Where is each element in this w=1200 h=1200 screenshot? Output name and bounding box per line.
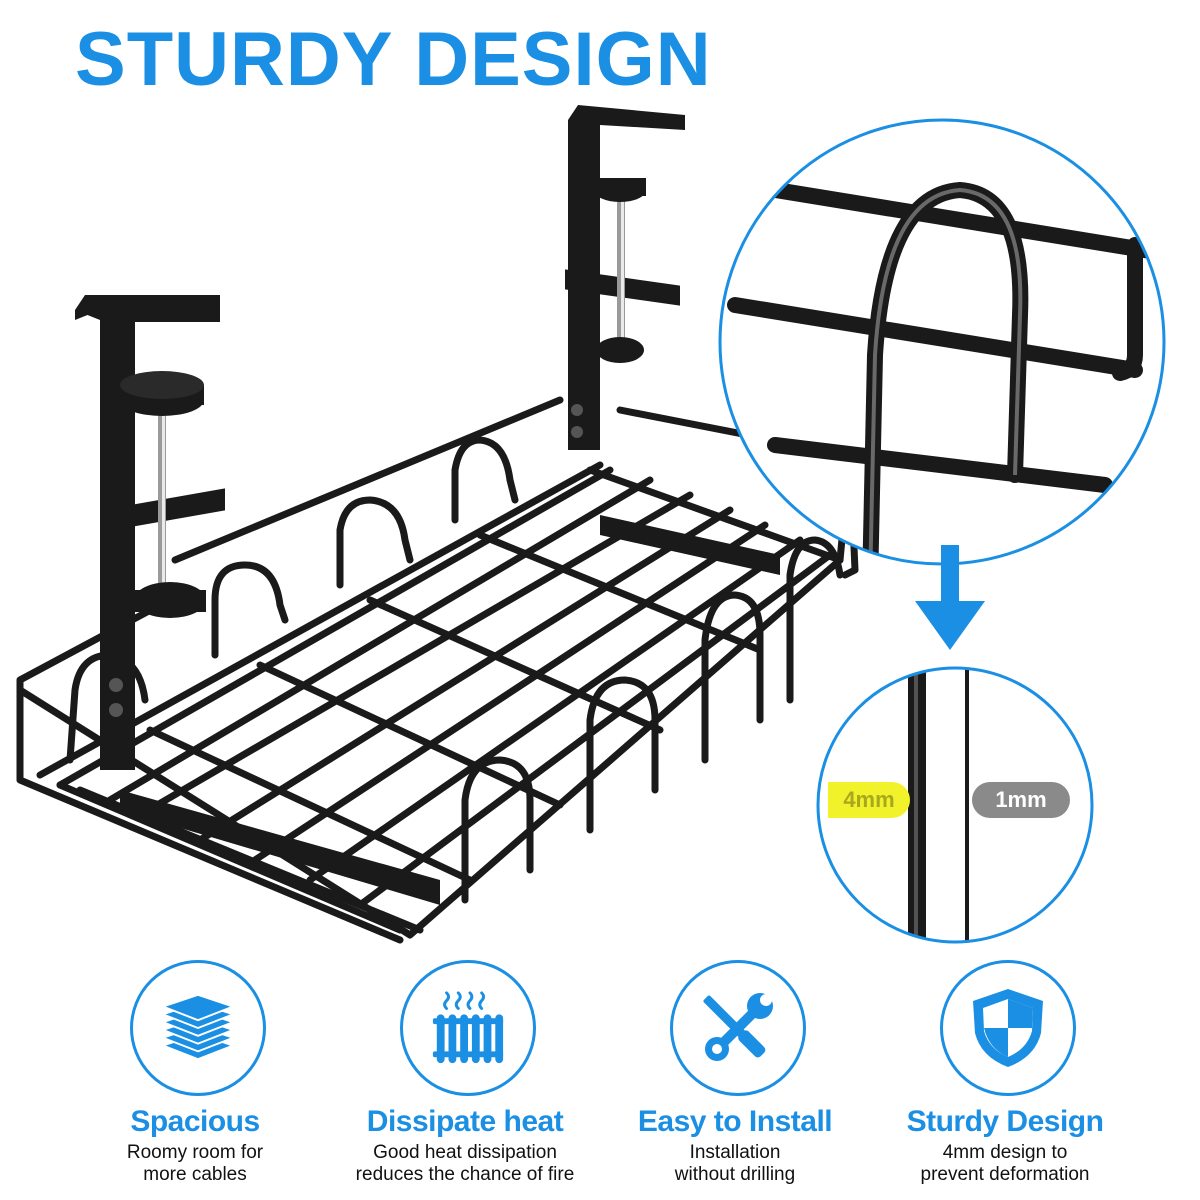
feature-title: Sturdy Design xyxy=(906,1105,1104,1138)
feature-desc-line1: 4mm design to xyxy=(942,1142,1068,1163)
feature-desc-line2: without drilling xyxy=(674,1164,796,1185)
feature-desc-line1: Roomy room for xyxy=(126,1142,264,1163)
feature-spacious: Spacious Roomy room for more cables xyxy=(60,960,330,1190)
stack-icon xyxy=(161,993,235,1061)
feature-desc-line1: Good heat dissipation xyxy=(373,1142,557,1163)
feature-title: Easy to Install xyxy=(637,1105,833,1138)
arrow-down-icon xyxy=(915,545,985,650)
feature-desc: Roomy room for more cables xyxy=(60,1142,330,1186)
label-1mm-text: 1mm xyxy=(995,787,1047,812)
features-row: Spacious Roomy room for more cables xyxy=(60,960,1140,1190)
zoom-detail-thickness xyxy=(816,666,1094,944)
zoom-detail-loop xyxy=(718,118,1166,566)
tools-icon xyxy=(703,993,773,1061)
cable-tray-illustration xyxy=(16,105,859,944)
feature-icon-circle xyxy=(400,960,536,1096)
feature-desc: Good heat dissipation reduces the chance… xyxy=(330,1142,600,1186)
headline: STURDY DESIGN xyxy=(75,17,712,102)
feature-desc: Installation without drilling xyxy=(600,1142,870,1186)
feature-icon-circle xyxy=(670,960,806,1096)
feature-icon-circle xyxy=(130,960,266,1096)
label-4mm: 4mm xyxy=(828,782,910,818)
feature-desc-line2: more cables xyxy=(143,1164,247,1185)
feature-easy-install: Easy to Install Installation without dri… xyxy=(600,960,870,1190)
feature-desc: 4mm design to prevent deformation xyxy=(870,1142,1140,1186)
label-4mm-text: 4mm xyxy=(843,787,895,812)
label-1mm: 1mm xyxy=(972,782,1070,818)
feature-desc-line2: reduces the chance of fire xyxy=(355,1164,575,1185)
feature-desc-line1: Installation xyxy=(689,1142,781,1163)
feature-dissipate-heat: Dissipate heat Good heat dissipation red… xyxy=(330,960,600,1190)
feature-title: Dissipate heat xyxy=(366,1105,564,1138)
feature-icon-circle xyxy=(940,960,1076,1096)
feature-desc-line2: prevent deformation xyxy=(920,1164,1090,1185)
feature-title: Spacious xyxy=(130,1105,260,1138)
feature-sturdy-design: Sturdy Design 4mm design to prevent defo… xyxy=(870,960,1140,1190)
radiator-icon xyxy=(432,991,504,1064)
shield-icon xyxy=(973,989,1043,1067)
